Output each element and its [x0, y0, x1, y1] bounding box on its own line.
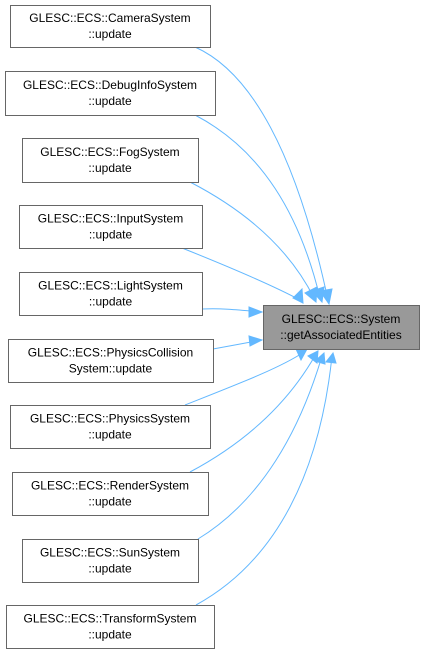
edge-line: [181, 247, 301, 301]
caller-node[interactable]: GLESC::ECS::SunSystem::update: [22, 539, 199, 583]
node-box: [8, 339, 214, 383]
edge-line: [184, 351, 305, 406]
caller-node[interactable]: GLESC::ECS::CameraSystem::update: [10, 5, 211, 48]
node-label-line: GLESC::ECS::CameraSystem: [29, 11, 190, 25]
node-label-line: ::update: [88, 27, 132, 41]
caller-node[interactable]: GLESC::ECS::RenderSystem::update: [12, 472, 209, 516]
node-label-line: ::update: [88, 562, 132, 576]
arrowhead-icon: [295, 348, 308, 362]
node-label-line: ::getAssociatedEntities: [280, 328, 401, 342]
call-edge: [194, 114, 325, 304]
node-label-line: ::update: [88, 161, 132, 175]
caller-node[interactable]: GLESC::ECS::DebugInfoSystem::update: [5, 71, 216, 116]
caller-node[interactable]: GLESC::ECS::PhysicsCollisionSystem::upda…: [8, 339, 214, 383]
edge-line: [194, 46, 329, 301]
node-label-line: GLESC::ECS::RenderSystem: [31, 479, 189, 493]
node-label-line: GLESC::ECS::TransformSystem: [24, 612, 197, 626]
node-label-line: ::update: [89, 228, 133, 242]
call-edge: [195, 351, 337, 606]
arrowhead-icon: [248, 306, 264, 318]
edge-line: [189, 181, 315, 299]
node-label-line: ::update: [88, 628, 132, 642]
caller-node[interactable]: GLESC::ECS::FogSystem::update: [22, 138, 199, 183]
node-label-line: ::update: [88, 495, 132, 509]
node-label-line: GLESC::ECS::InputSystem: [38, 212, 183, 226]
edge-line: [189, 353, 317, 473]
edge-line: [195, 355, 333, 606]
node-box: [6, 605, 215, 649]
node-label-line: System::update: [69, 362, 153, 376]
node-label-line: ::update: [88, 428, 132, 442]
node-label-line: GLESC::ECS::PhysicsSystem: [30, 412, 190, 426]
node-box: [10, 405, 211, 449]
node-label-line: GLESC::ECS::System: [282, 312, 401, 326]
edge-line: [194, 114, 321, 299]
node-box: [5, 71, 216, 116]
node-box: [263, 305, 420, 350]
call-edge: [212, 335, 264, 350]
node-label-line: GLESC::ECS::DebugInfoSystem: [23, 78, 197, 92]
caller-node[interactable]: GLESC::ECS::PhysicsSystem::update: [10, 405, 211, 449]
arrowhead-icon: [325, 351, 337, 364]
node-label-line: ::update: [88, 94, 132, 108]
call-edge: [189, 181, 318, 304]
node-box: [10, 5, 211, 48]
arrowhead-icon: [248, 335, 264, 347]
arrowhead-icon: [292, 287, 304, 304]
caller-node[interactable]: GLESC::ECS::LightSystem::update: [19, 272, 203, 316]
call-edge: [181, 247, 304, 304]
caller-node[interactable]: GLESC::ECS::TransformSystem::update: [6, 605, 215, 649]
node-box: [12, 472, 209, 516]
node-label-line: GLESC::ECS::PhysicsCollision: [28, 346, 193, 360]
arrowhead-icon: [313, 351, 326, 365]
edge-line: [197, 355, 323, 540]
node-box: [22, 138, 199, 183]
node-label-line: GLESC::ECS::FogSystem: [40, 145, 179, 159]
node-box: [22, 539, 199, 583]
node-label-line: ::update: [89, 295, 133, 309]
target-node[interactable]: GLESC::ECS::System::getAssociatedEntitie…: [263, 305, 420, 350]
node-label-line: GLESC::ECS::SunSystem: [40, 546, 180, 560]
node-box: [19, 205, 203, 249]
call-edge: [197, 351, 326, 540]
edges: [181, 46, 337, 606]
arrowhead-icon: [304, 286, 318, 304]
caller-node[interactable]: GLESC::ECS::InputSystem::update: [19, 205, 203, 249]
node-label-line: GLESC::ECS::LightSystem: [38, 279, 183, 293]
call-edge: [201, 306, 264, 318]
nodes: GLESC::ECS::CameraSystem::updateGLESC::E…: [5, 5, 420, 649]
node-box: [19, 272, 203, 316]
